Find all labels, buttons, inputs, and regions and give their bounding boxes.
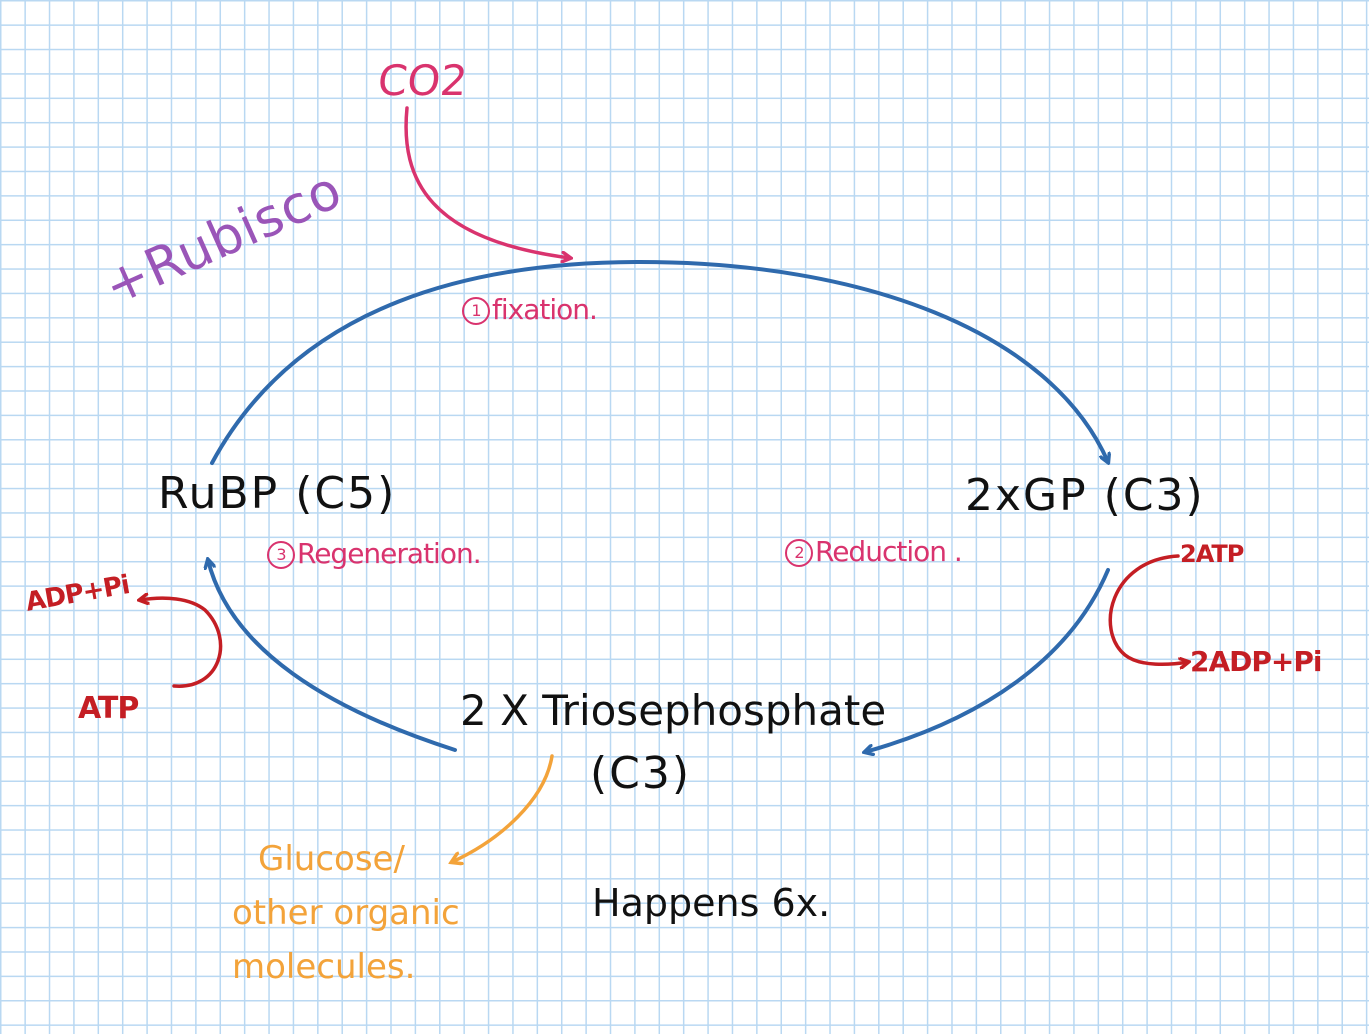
reduction-energy-arrow [1108, 554, 1188, 664]
gp-label: 2xGP (C3) [965, 470, 1205, 521]
triose-phosphate-line2: (C3) [590, 748, 692, 799]
product-line1: Glucose/ [258, 839, 405, 879]
regeneration-text: Regeneration. [297, 537, 482, 570]
fixation-arrow [210, 259, 1108, 463]
rubp-label: RuBP (C5) [158, 468, 397, 519]
reduction-arrow [865, 568, 1110, 752]
product-line2: other organic [232, 893, 460, 933]
co2-label: CO2 [375, 56, 469, 105]
product-arrow [452, 754, 554, 862]
product-line3: molecules. [232, 947, 416, 987]
triose-phosphate-line1: 2 X Triosephosphate [460, 686, 887, 735]
regeneration-arrow [208, 560, 457, 752]
reduction-atp-label: 2ATP [1180, 540, 1244, 568]
regeneration-energy-arrow [140, 598, 223, 688]
step-number-2: 2 [785, 539, 813, 567]
co2-text: CO2 [375, 56, 470, 105]
reduction-text: Reduction . [815, 535, 963, 568]
fixation-text: fixation. [492, 293, 598, 326]
step-number-3: 3 [267, 541, 295, 569]
step-number-1: 1 [462, 297, 490, 325]
regeneration-atp-label: ATP [78, 691, 139, 726]
reduction-adp-label: 2ADP+Pi [1190, 645, 1322, 678]
co2-arrow [404, 106, 570, 258]
repeat-note: Happens 6x. [592, 881, 831, 925]
